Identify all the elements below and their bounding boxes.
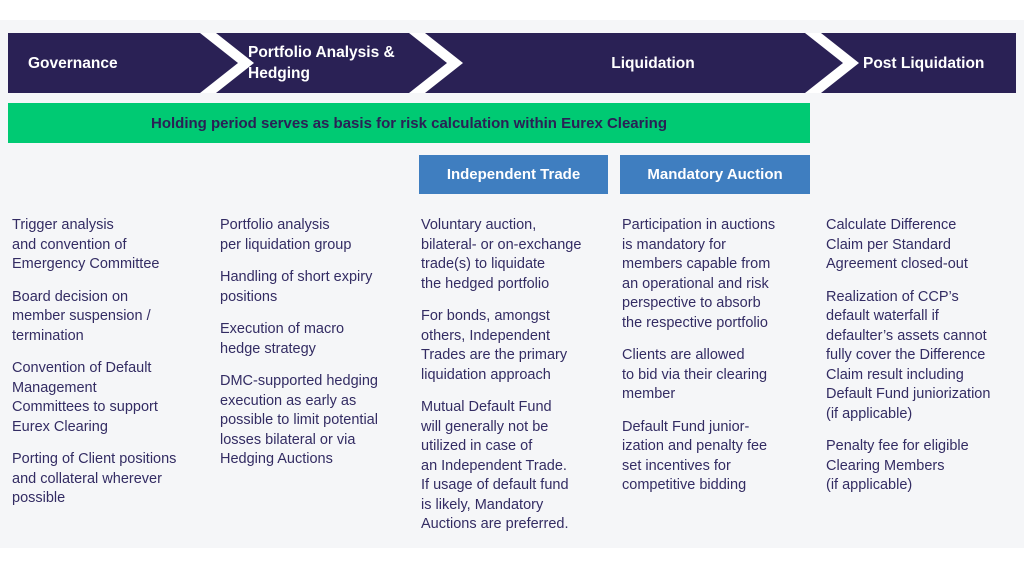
paragraph-portfolio-analysis: Portfolio analysis per liquidation group bbox=[220, 217, 352, 253]
paragraph-board-decision: Board decision on member suspension / te… bbox=[12, 288, 151, 344]
paragraph-clients-bid: Clients are allowed to bid via their cle… bbox=[622, 347, 768, 402]
column-mandatory-auction: Participation in auctions is mandatory f… bbox=[622, 216, 818, 496]
paragraph-penalty-fee: Penalty fee for eligible Clearing Member… bbox=[826, 438, 969, 493]
paragraph-bonds-independent-trades: For bonds, amongst others, Independent T… bbox=[421, 308, 568, 383]
slide-background: Governance Portfolio Analysis & Hedging … bbox=[0, 20, 1024, 548]
paragraph-fund-juniorization-incentives: Default Fund junior- ization and penalty… bbox=[622, 418, 768, 494]
column-portfolio-analysis: Portfolio analysis per liquidation group… bbox=[220, 216, 418, 470]
paragraph-porting-clients: Porting of Client positions and collater… bbox=[12, 451, 177, 506]
paragraph-default-waterfall: Realization of CCP’s default waterfall i… bbox=[826, 288, 991, 422]
column-governance: Trigger analysis and convention of Emerg… bbox=[12, 216, 217, 509]
paragraph-dmc-hedging: DMC-supported hedging execution as early… bbox=[220, 373, 378, 467]
paragraph-convention-dmc: Convention of Default Management Committ… bbox=[12, 360, 158, 435]
paragraph-voluntary-auction: Voluntary auction, bilateral- or on-exch… bbox=[421, 217, 582, 292]
paragraph-trigger-analysis: Trigger analysis and convention of Emerg… bbox=[12, 217, 160, 272]
stage-shape-governance bbox=[8, 33, 238, 93]
paragraph-macro-hedge: Execution of macro hedge strategy bbox=[220, 321, 345, 357]
holding-period-banner-text: Holding period serves as basis for risk … bbox=[151, 114, 667, 132]
independent-trade-header: Independent Trade bbox=[419, 155, 608, 194]
mandatory-auction-header-label: Mandatory Auction bbox=[647, 166, 783, 183]
paragraph-mutual-default-fund: Mutual Default Fund will generally not b… bbox=[421, 399, 569, 532]
mandatory-auction-header: Mandatory Auction bbox=[620, 155, 810, 194]
stage-label-post-liquidation: Post Liquidation bbox=[863, 54, 985, 72]
holding-period-banner: Holding period serves as basis for risk … bbox=[8, 103, 810, 143]
stage-shape-portfolio-analysis bbox=[216, 33, 447, 93]
process-bar: Governance Portfolio Analysis & Hedging … bbox=[8, 33, 1016, 93]
independent-trade-header-label: Independent Trade bbox=[446, 166, 581, 183]
paragraph-difference-claim: Calculate Difference Claim per Standard … bbox=[826, 217, 968, 272]
stage-label-portfolio-analysis: Portfolio Analysis & Hedging bbox=[248, 44, 395, 82]
stage-shape-liquidation bbox=[425, 33, 843, 93]
paragraph-short-expiry: Handling of short expiry positions bbox=[220, 269, 373, 305]
column-post-liquidation: Calculate Difference Claim per Standard … bbox=[826, 216, 1022, 496]
column-independent-trade: Voluntary auction, bilateral- or on-exch… bbox=[421, 216, 616, 535]
stage-label-governance: Governance bbox=[28, 54, 118, 72]
paragraph-participation-mandatory: Participation in auctions is mandatory f… bbox=[622, 217, 776, 331]
stage-label-liquidation: Liquidation bbox=[611, 54, 695, 72]
